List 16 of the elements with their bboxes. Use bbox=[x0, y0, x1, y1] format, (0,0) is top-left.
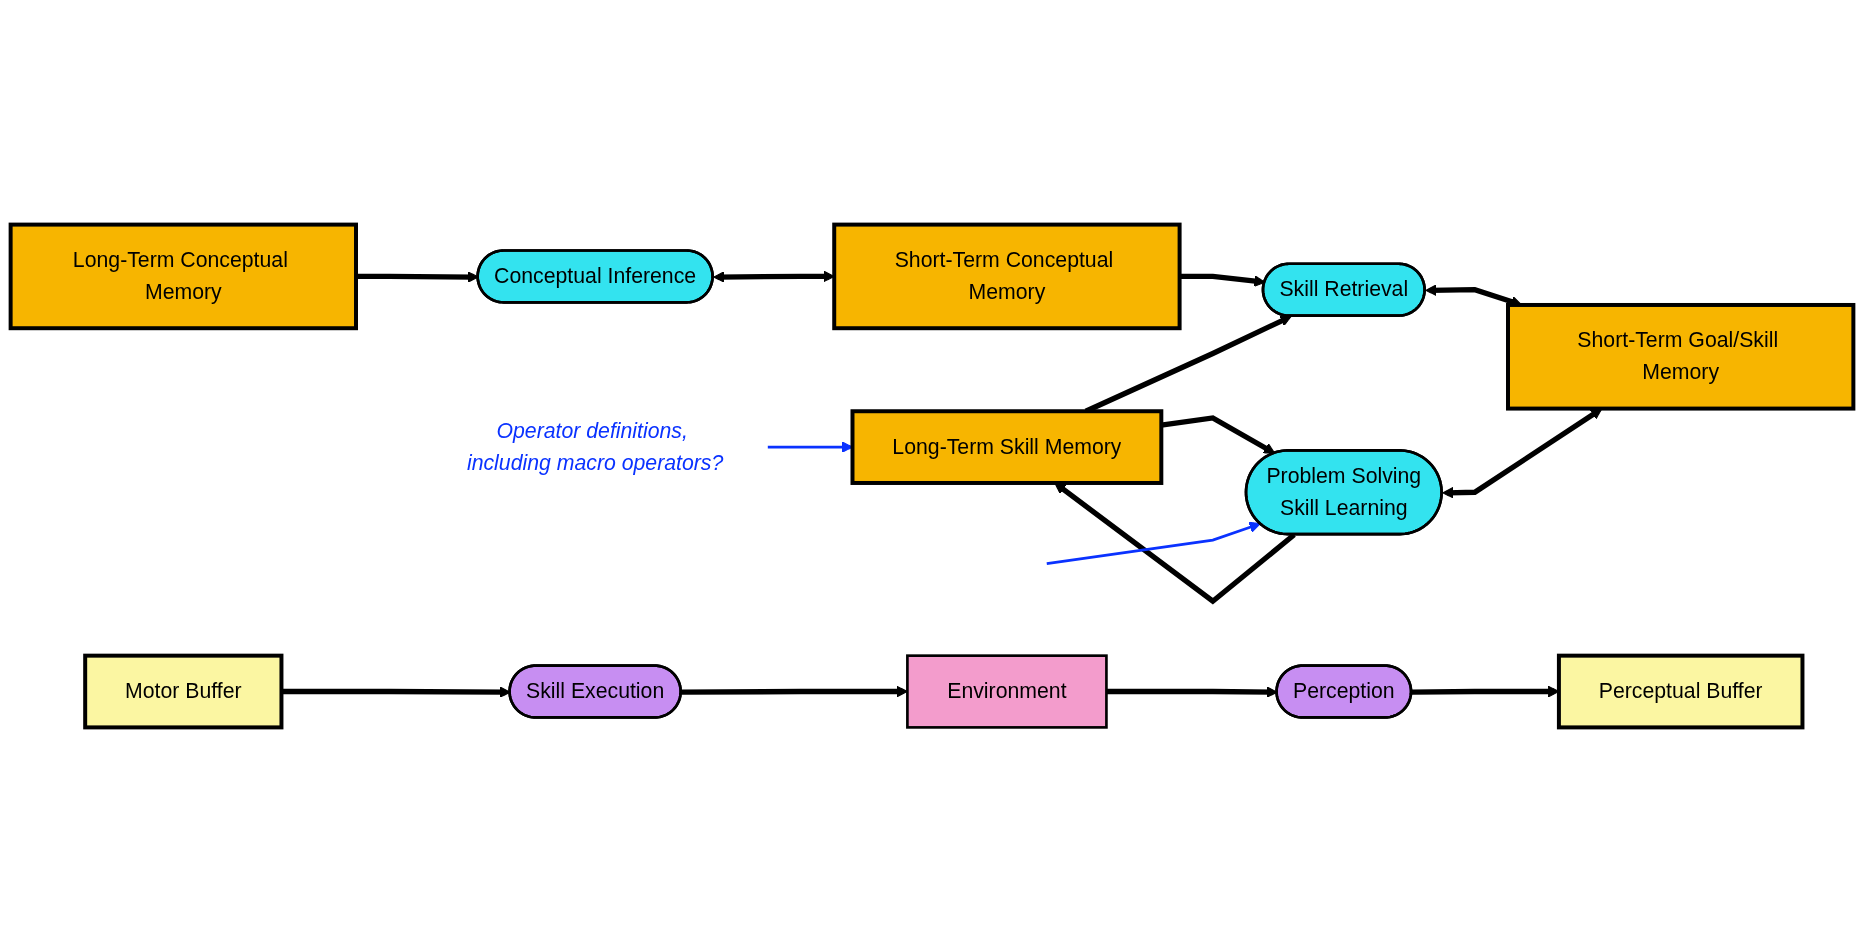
arrow bbox=[1160, 415, 1276, 454]
arrow bbox=[1179, 273, 1266, 287]
arrow bbox=[1442, 408, 1603, 499]
arrow bbox=[681, 685, 908, 698]
arrow bbox=[356, 271, 479, 283]
node-box: Motor Buffer bbox=[83, 653, 284, 730]
node-text: Operator definitions, including macro operators? bbox=[466, 419, 724, 474]
node-box: Short-Term Goal/Skill Memory bbox=[1506, 302, 1856, 411]
node-box: Long-Term Skill Memory bbox=[850, 409, 1164, 485]
node-box: Short-Term Conceptual Memory bbox=[832, 222, 1182, 331]
node-box: Long-Term Conceptual Memory bbox=[8, 222, 358, 331]
arrow bbox=[281, 686, 511, 698]
node-box: Environment bbox=[906, 654, 1108, 729]
arrow bbox=[1046, 521, 1261, 565]
arrow bbox=[1054, 482, 1296, 605]
node-box: Perceptual Buffer bbox=[1556, 653, 1805, 730]
